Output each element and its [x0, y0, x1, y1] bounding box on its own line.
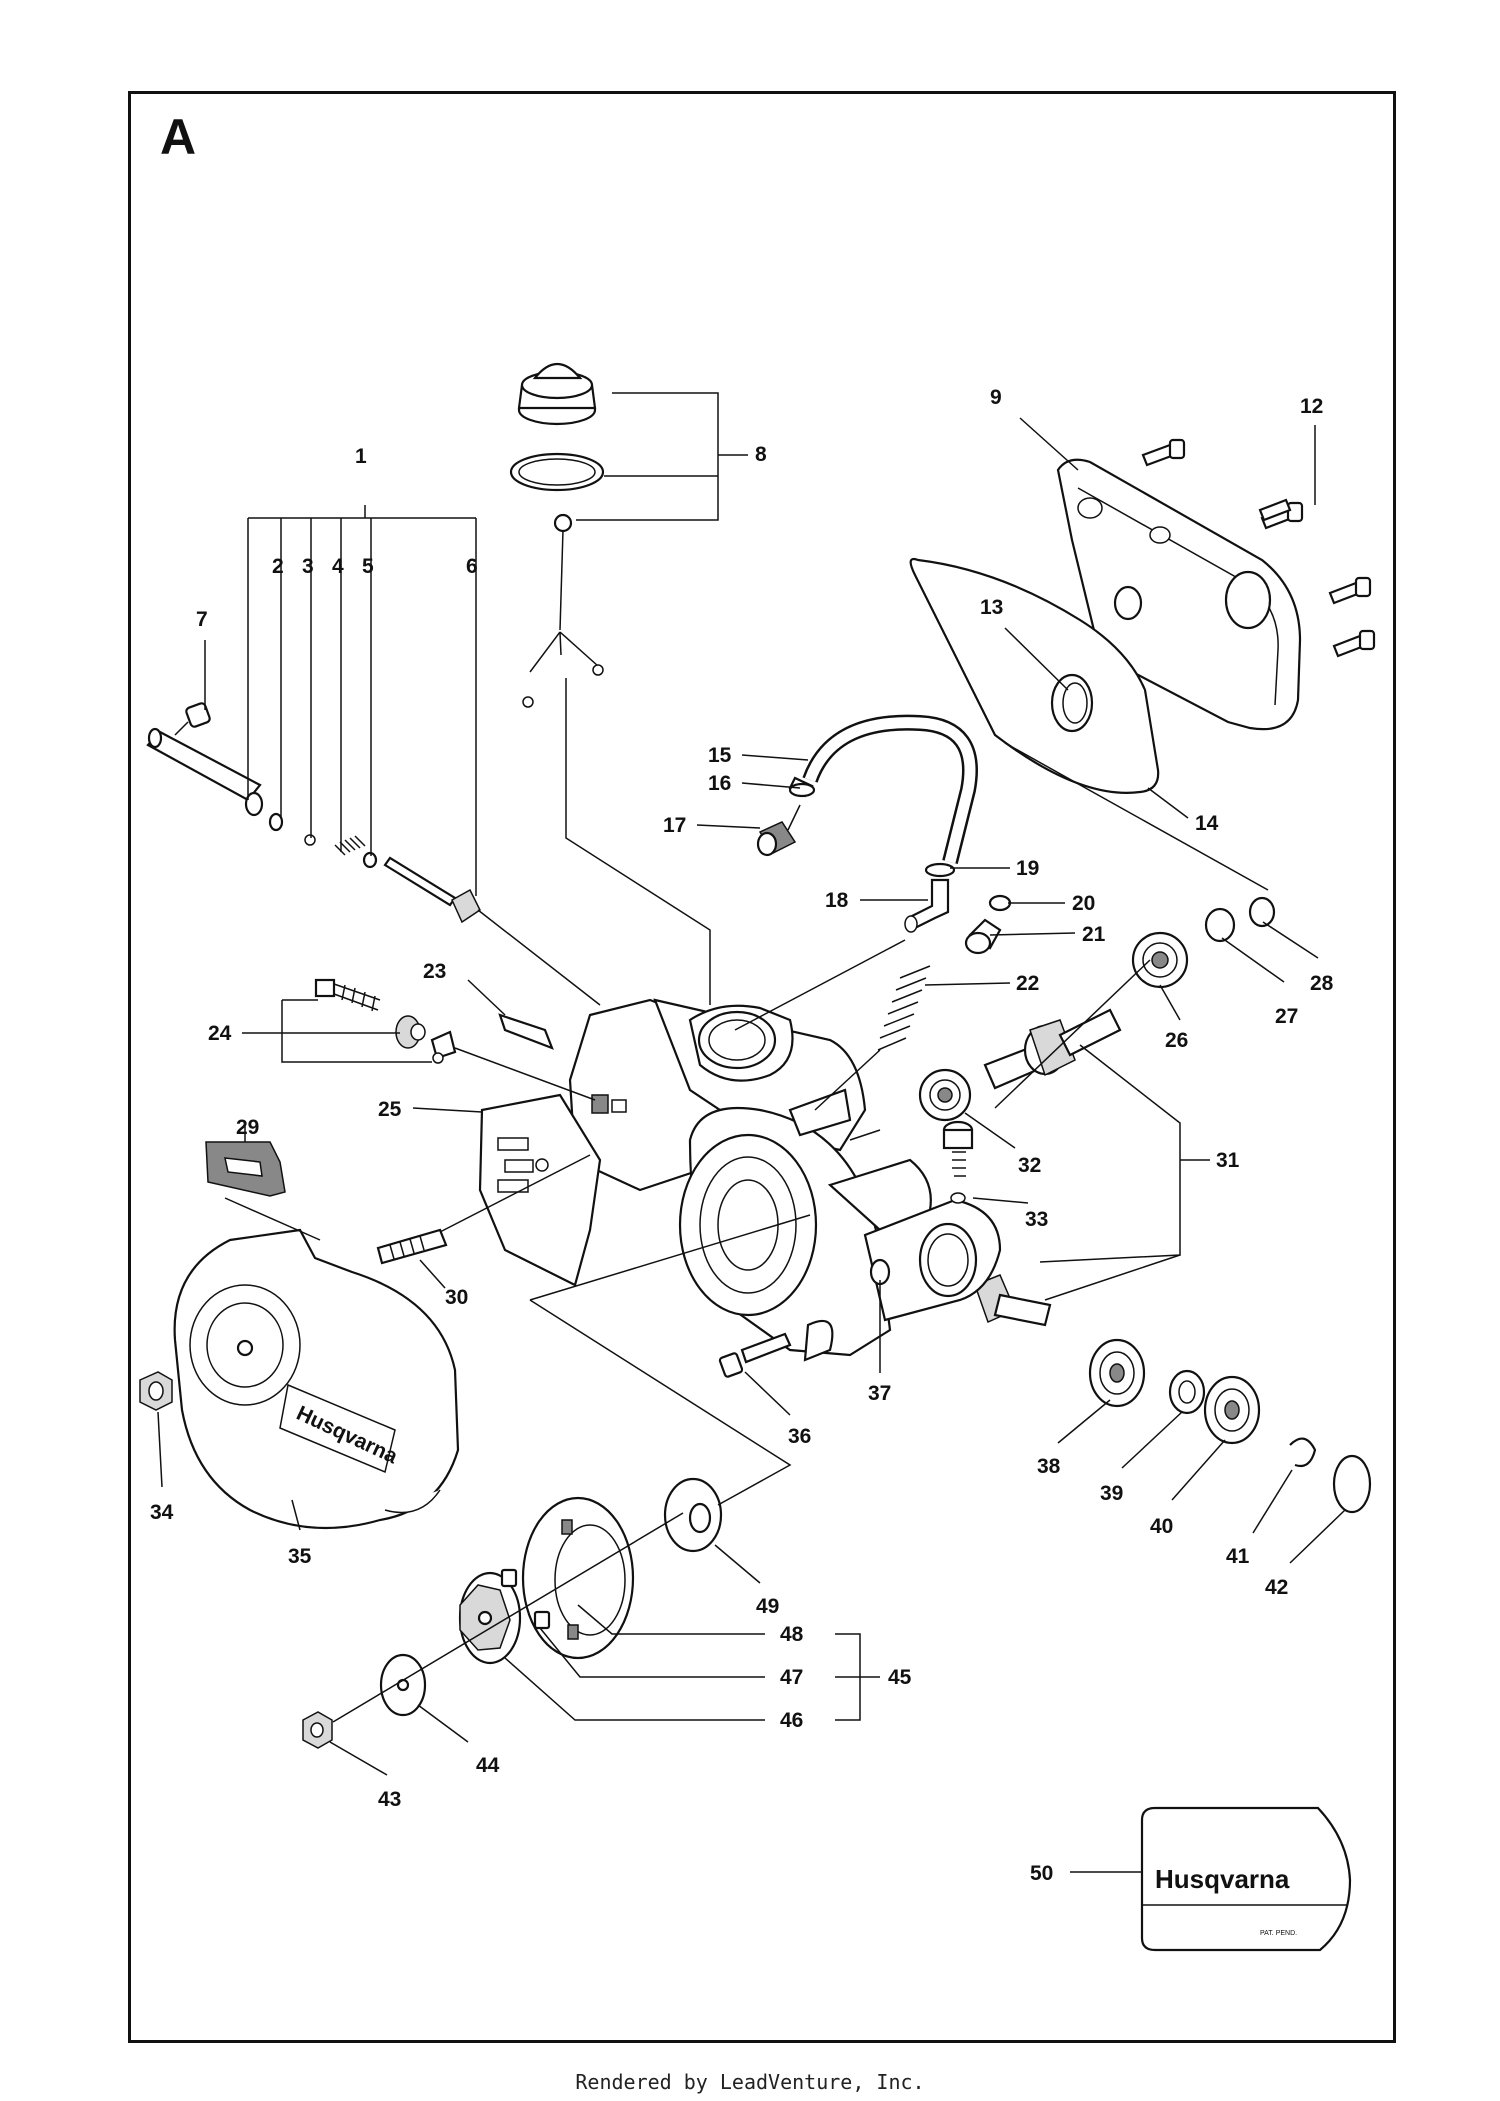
callout-22: 22 [1016, 972, 1039, 995]
callout-29: 29 [236, 1116, 259, 1139]
gear-shaft-lower [974, 1274, 1052, 1327]
washer-44-part [379, 1653, 427, 1717]
callout-labels: 1 2 3 4 5 6 7 8 9 12 13 14 15 16 17 18 1… [150, 386, 1334, 1885]
guard-plate-part [478, 1093, 602, 1287]
callout-13: 13 [980, 596, 1003, 619]
leader-lines [157, 392, 1346, 1873]
gear-shaft-upper [983, 1008, 1122, 1090]
callout-20: 20 [1072, 892, 1095, 915]
callout-46: 46 [780, 1709, 803, 1732]
bearing-upper-parts [918, 896, 1276, 1122]
callout-38: 38 [1037, 1455, 1061, 1478]
oil-hose-part [788, 714, 978, 864]
pin-part [498, 1013, 554, 1050]
callout-45: 45 [888, 1666, 912, 1689]
callout-24: 24 [208, 1022, 232, 1045]
callout-16: 16 [708, 772, 731, 795]
callout-47: 47 [780, 1666, 803, 1689]
callout-8: 8 [755, 443, 767, 466]
callout-9: 9 [990, 386, 1002, 409]
callout-43: 43 [378, 1788, 401, 1811]
callout-49: 49 [756, 1595, 779, 1618]
callout-6: 6 [466, 555, 478, 578]
callout-42: 42 [1265, 1576, 1288, 1599]
callout-18: 18 [825, 889, 849, 912]
callout-44: 44 [476, 1754, 500, 1777]
callout-40: 40 [1150, 1515, 1173, 1538]
elbow-fitting-part [904, 878, 950, 933]
callout-34: 34 [150, 1501, 174, 1524]
nut-34-part [139, 1371, 173, 1411]
callout-2: 2 [272, 555, 284, 578]
callout-1: 1 [355, 445, 367, 468]
callout-12: 12 [1300, 395, 1323, 418]
callout-28: 28 [1310, 972, 1334, 995]
callout-35: 35 [288, 1545, 312, 1568]
callout-3: 3 [302, 555, 314, 578]
callout-39: 39 [1100, 1482, 1123, 1505]
callout-17: 17 [663, 814, 686, 837]
callout-5: 5 [362, 555, 374, 578]
washer-49-part [663, 1477, 723, 1553]
callout-32: 32 [1018, 1154, 1041, 1177]
cover-screws-part [1141, 438, 1376, 658]
decal-50-text: Husqvarna [1155, 1864, 1290, 1894]
bolt-33-part [942, 1120, 974, 1204]
grommet-part [205, 1141, 286, 1197]
callout-30: 30 [445, 1286, 468, 1309]
adjuster-bolt-part [314, 978, 457, 1064]
callout-19: 19 [1016, 857, 1039, 880]
callout-27: 27 [1275, 1005, 1298, 1028]
callout-50: 50 [1030, 1862, 1053, 1885]
decal-50-part: Husqvarna PAT. PEND. [1140, 1806, 1352, 1952]
oring-nozzle-spring-parts [877, 894, 1012, 1051]
callout-14: 14 [1195, 812, 1219, 835]
hose-clamp-parts [788, 782, 956, 878]
footer-credit: Rendered by LeadVenture, Inc. [575, 2070, 925, 2094]
belt-cover-part: Husqvarna [173, 1228, 460, 1530]
callout-33: 33 [1025, 1208, 1048, 1231]
bearing-lower-parts [1088, 1338, 1372, 1514]
callout-36: 36 [788, 1425, 811, 1448]
callout-25: 25 [378, 1098, 402, 1121]
tensioner-rod-part [146, 702, 481, 924]
pulley-48-part [521, 1496, 635, 1660]
callout-15: 15 [708, 744, 732, 767]
decal-50-small-text: PAT. PEND. [1260, 1930, 1297, 1937]
stud-part [376, 1228, 448, 1265]
callout-31: 31 [1216, 1149, 1240, 1172]
seal-part [1050, 673, 1094, 733]
diagram-frame [128, 91, 1396, 2043]
callout-41: 41 [1226, 1545, 1250, 1568]
gearbox-housing-part [568, 998, 1002, 1362]
callout-48: 48 [780, 1623, 804, 1646]
bolt-36-part [718, 1332, 792, 1378]
callout-23: 23 [423, 960, 446, 983]
oil-cap-part [509, 362, 605, 708]
nut-43-part [302, 1711, 333, 1749]
oil-filter-part [756, 804, 801, 857]
gasket-part [909, 557, 1160, 794]
hub-46-part [458, 1568, 551, 1665]
callout-21: 21 [1082, 923, 1106, 946]
section-letter: A [160, 109, 197, 165]
callout-26: 26 [1165, 1029, 1188, 1052]
callout-4: 4 [332, 555, 344, 578]
callout-7: 7 [196, 608, 208, 631]
callout-37: 37 [868, 1382, 891, 1405]
